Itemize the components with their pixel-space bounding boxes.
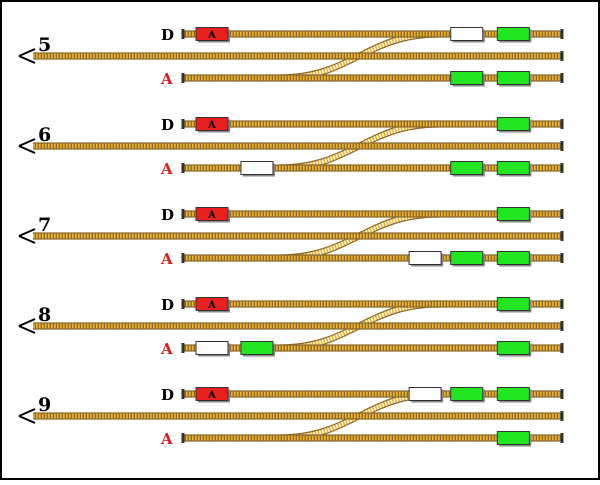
engine bbox=[195, 117, 229, 131]
engine bbox=[195, 207, 229, 221]
arrow-left-icon bbox=[18, 48, 36, 64]
arrival-track-ties bbox=[183, 74, 562, 82]
bumper-icon bbox=[181, 119, 185, 129]
bumper-icon bbox=[181, 433, 185, 443]
bumper-icon bbox=[181, 299, 185, 309]
bumper-icon bbox=[560, 119, 564, 129]
bumper-icon bbox=[560, 231, 564, 241]
departure-label: D bbox=[161, 386, 174, 404]
arrival-label: A bbox=[160, 70, 173, 88]
arrival-label: A bbox=[160, 250, 173, 268]
bumper-icon bbox=[181, 253, 185, 263]
arrow-left-icon bbox=[18, 228, 36, 244]
stage-7: 7 D A A bbox=[18, 206, 564, 268]
arrival-track-ties bbox=[183, 434, 562, 442]
bumper-icon bbox=[181, 163, 185, 173]
bumper-icon bbox=[560, 299, 564, 309]
departure-label: D bbox=[161, 26, 174, 44]
bumper-icon bbox=[560, 253, 564, 263]
car bbox=[450, 161, 484, 175]
car bbox=[450, 27, 484, 41]
stage-number: 5 bbox=[38, 34, 51, 56]
car bbox=[240, 161, 274, 175]
bumper-icon bbox=[560, 411, 564, 421]
arrival-track-ties bbox=[183, 254, 562, 262]
car bbox=[496, 251, 530, 265]
bumper-icon bbox=[560, 73, 564, 83]
bumper-icon bbox=[181, 343, 185, 353]
car bbox=[496, 207, 530, 221]
departure-track-ties bbox=[183, 30, 562, 38]
arrival-track-ties bbox=[183, 164, 562, 172]
bumper-icon bbox=[560, 29, 564, 39]
car bbox=[496, 387, 530, 401]
car bbox=[496, 27, 530, 41]
car bbox=[450, 387, 484, 401]
arrow-left-icon bbox=[18, 138, 36, 154]
bumper-icon bbox=[181, 389, 185, 399]
main-track-ties bbox=[33, 412, 562, 420]
engine-letter: A bbox=[207, 210, 216, 221]
main-track-ties bbox=[33, 52, 562, 60]
bumper-icon bbox=[560, 141, 564, 151]
car bbox=[496, 297, 530, 311]
stage-6: 6 D A A bbox=[18, 116, 564, 178]
stage-number: 8 bbox=[38, 304, 51, 326]
stage-number: 7 bbox=[38, 214, 51, 236]
bumper-icon bbox=[560, 433, 564, 443]
arrival-label: A bbox=[160, 340, 173, 358]
bumper-icon bbox=[560, 389, 564, 399]
car bbox=[408, 251, 442, 265]
bumper-icon bbox=[560, 163, 564, 173]
car bbox=[496, 431, 530, 445]
bumper-icon bbox=[560, 51, 564, 61]
departure-label: D bbox=[161, 116, 174, 134]
bumper-icon bbox=[181, 73, 185, 83]
arrow-left-icon bbox=[18, 318, 36, 334]
engine-letter: A bbox=[207, 390, 216, 401]
engine bbox=[195, 27, 229, 41]
car bbox=[450, 71, 484, 85]
bumper-icon bbox=[181, 29, 185, 39]
departure-track-ties bbox=[183, 210, 562, 218]
car bbox=[195, 341, 229, 355]
bumper-icon bbox=[560, 343, 564, 353]
arrival-track-ties bbox=[183, 344, 562, 352]
stage-5: 5 D A A bbox=[18, 26, 564, 88]
car bbox=[496, 71, 530, 85]
bumper-icon bbox=[560, 209, 564, 219]
departure-track-ties bbox=[183, 300, 562, 308]
engine-letter: A bbox=[207, 300, 216, 311]
arrival-label: A bbox=[160, 160, 173, 178]
car bbox=[496, 341, 530, 355]
main-track-ties bbox=[33, 232, 562, 240]
arrow-left-icon bbox=[18, 408, 36, 424]
main-track-ties bbox=[33, 322, 562, 330]
arrival-label: A bbox=[160, 430, 173, 448]
departure-label: D bbox=[161, 206, 174, 224]
stage-number: 6 bbox=[38, 124, 51, 146]
departure-track-ties bbox=[183, 120, 562, 128]
bumper-icon bbox=[560, 321, 564, 331]
car bbox=[450, 251, 484, 265]
stage-9: 9 D A A bbox=[18, 386, 564, 448]
car bbox=[240, 341, 274, 355]
engine-letter: A bbox=[207, 120, 216, 131]
departure-track-ties bbox=[183, 390, 562, 398]
main-track-ties bbox=[33, 142, 562, 150]
engine bbox=[195, 387, 229, 401]
departure-label: D bbox=[161, 296, 174, 314]
stage-number: 9 bbox=[38, 394, 51, 416]
stage-8: 8 D A A bbox=[18, 296, 564, 358]
bumper-icon bbox=[181, 209, 185, 219]
engine-letter: A bbox=[207, 30, 216, 41]
car bbox=[496, 117, 530, 131]
car bbox=[496, 161, 530, 175]
car bbox=[408, 387, 442, 401]
engine bbox=[195, 297, 229, 311]
